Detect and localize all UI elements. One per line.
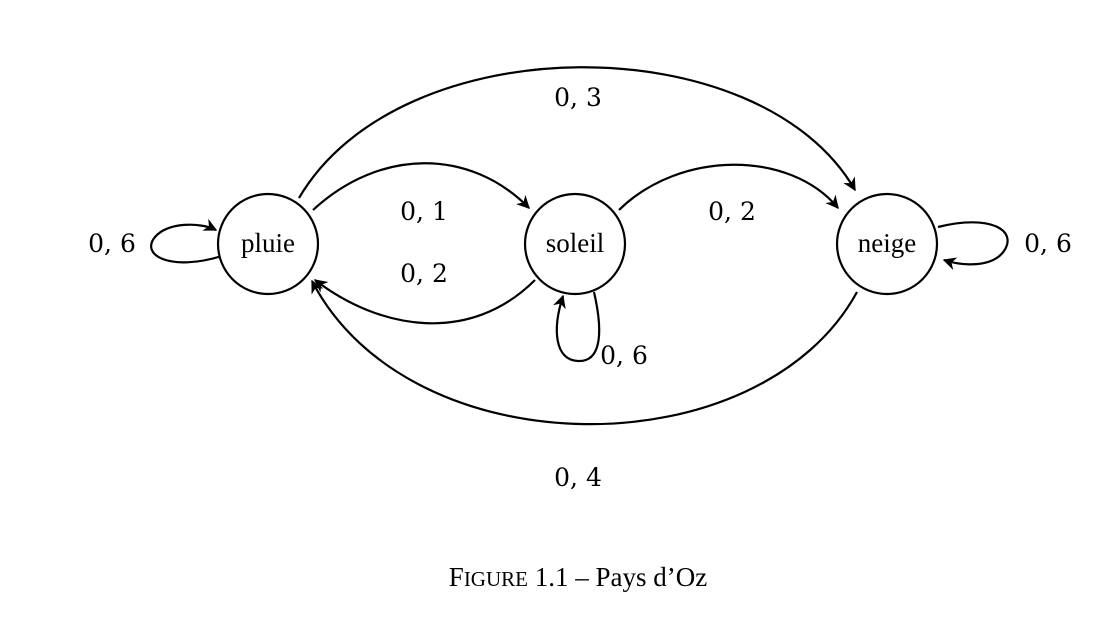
node-pluie: pluie [216,192,320,296]
edge-neige-to-pluie [311,279,858,426]
node-soleil: soleil [523,192,627,296]
node-neige: neige [835,192,939,296]
label-pluie-to-soleil: 0, 1 [400,197,448,226]
edge-soleil-self [553,291,601,363]
edge-pluie-self [150,218,223,264]
caption-small-caps: IGURE [464,567,528,591]
label-pluie-to-neige: 0, 3 [554,83,602,112]
node-neige-circle [835,192,939,296]
edge-neige-self [937,221,1009,271]
figure-caption: FIGURE 1.1 – Pays d’Oz [449,562,707,592]
label-neige-to-pluie: 0, 4 [554,463,602,492]
caption-first-letter: F [449,562,464,592]
label-neige-self: 0, 6 [1024,229,1072,258]
node-neige-label: neige [858,228,916,258]
label-soleil-self: 0, 6 [600,341,648,370]
edge-soleil-to-neige [618,163,839,211]
edge-soleil-to-pluie [313,279,536,325]
edge-pluie-to-soleil [312,162,530,211]
node-pluie-circle [216,192,320,296]
edge-pluie-to-neige [298,66,856,199]
node-soleil-circle [523,192,627,296]
node-soleil-label: soleil [546,228,605,258]
caption-rest: 1.1 – Pays d’Oz [528,562,707,592]
label-soleil-to-neige: 0, 2 [708,197,756,226]
label-pluie-self: 0, 6 [88,229,136,258]
node-pluie-label: pluie [241,228,295,258]
label-soleil-to-pluie: 0, 2 [400,259,448,288]
